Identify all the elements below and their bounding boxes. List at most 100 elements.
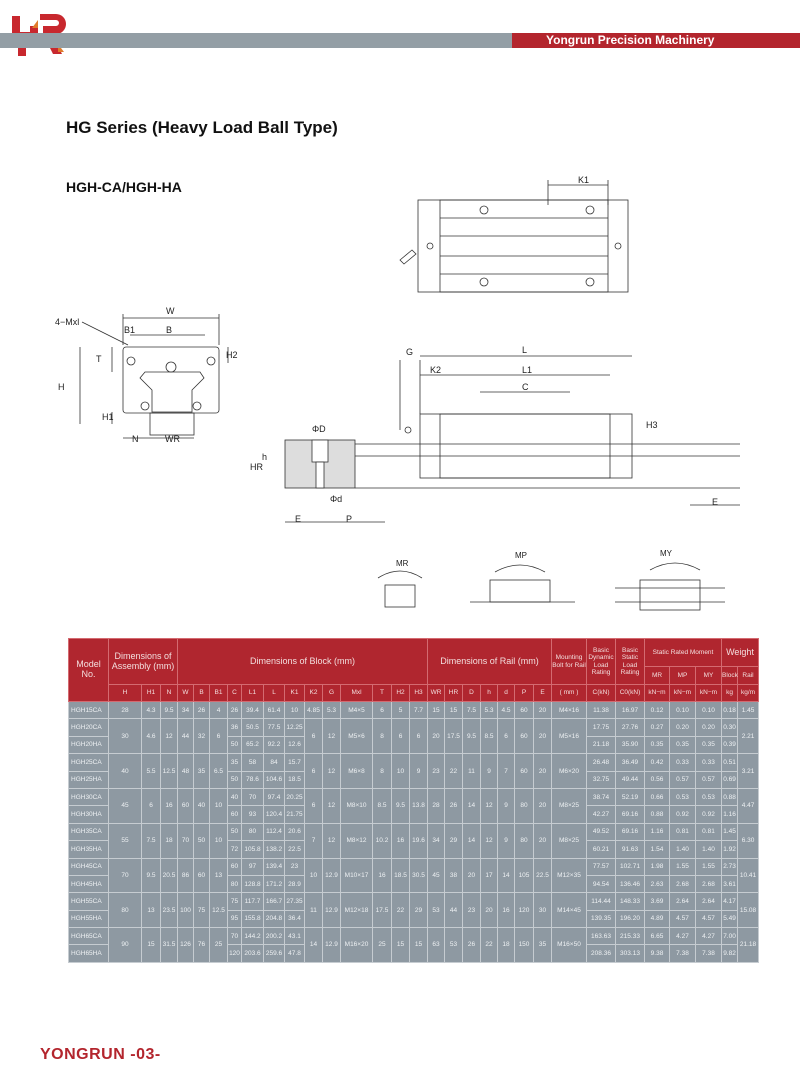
block-cell: 10.2 [372,822,392,859]
block-cell: 60 [227,805,242,824]
page-footer: YONGRUN -03- [40,1046,161,1064]
rating-cell: 0.35 [669,735,696,755]
block-cell: M8×10 [340,787,373,824]
page-number: -03- [130,1046,161,1063]
block-cell: 104.6 [263,770,285,789]
rating-cell: 0.51 [721,753,739,772]
block-cell: 32 [193,718,210,755]
rating-cell: 77.57 [586,857,616,876]
rating-cell: 69.16 [615,822,645,842]
block-cell: 75 [193,892,210,929]
label-w: W [166,306,175,316]
block-cell: M12×18 [340,892,373,929]
block-cell: 70 [241,787,264,807]
block-cell: M10×17 [340,857,373,894]
block-cell: 100 [177,892,194,929]
rating-cell: 4.89 [644,909,670,929]
assembly-cell: 16 [160,787,178,824]
label-mr: MR [396,559,409,568]
block-cell: 10 [209,787,228,824]
block-cell: 4.85 [304,700,323,720]
assembly-cell: 5.5 [141,753,161,789]
column-header: kN−m [644,684,670,702]
rating-cell: 4.27 [669,927,696,946]
block-cell: 166.7 [263,892,285,911]
rating-cell: 0.66 [644,787,670,807]
block-cell: 8.5 [372,787,392,824]
bolt-cell: M12×35 [551,857,587,894]
block-cell: 29 [409,892,428,929]
header-bolt: Mounting Bolt for Rail [551,638,587,685]
block-cell: 128.8 [241,874,264,894]
block-cell: M6×8 [340,753,373,789]
rail-cell: 60 [514,753,534,789]
block-cell: 50 [193,822,210,859]
rating-cell: 60.21 [586,840,616,859]
bolt-cell: M14×45 [551,892,587,929]
assembly-cell: 45 [108,787,142,824]
label-l1: L1 [522,365,532,375]
rail-cell: 16 [497,892,515,929]
rating-cell: 1.40 [669,840,696,859]
rating-cell: 0.69 [721,770,739,789]
block-cell: 12 [322,822,341,859]
block-cell: 6 [304,718,323,755]
block-cell: 17.5 [372,892,392,929]
rail-cell: 14 [497,857,515,894]
block-cell: 12.9 [322,857,341,894]
block-cell: 36 [227,718,242,737]
rail-cell: 14 [462,822,481,859]
label-my: MY [660,549,673,558]
column-header: B1 [209,684,228,702]
header-moment-mp: MP [669,666,696,685]
block-cell: 12.5 [209,892,228,929]
label-phi-d-large: ΦD [312,424,326,434]
label-h: H [58,382,65,392]
rating-cell: 0.88 [721,787,739,807]
assembly-cell: 6 [141,787,161,824]
rating-cell: 2.64 [694,892,723,911]
rating-cell: 0.33 [694,753,723,772]
rating-cell: 0.81 [694,822,723,842]
block-cell: 58 [241,753,264,772]
label-wr: WR [165,434,180,444]
rating-cell: 1.92 [721,840,739,859]
block-cell: 144.2 [241,927,264,946]
technical-drawings: K1 4−Mxl W B1 B T H H1 H2 N WR [55,175,740,611]
rail-cell: 105 [514,857,534,894]
model-cell: HGH15CA [68,700,109,720]
block-cell: 92.2 [263,735,285,755]
header-rail: Dimensions of Rail (mm) [427,638,552,685]
rating-cell: 2.68 [669,874,696,894]
block-cell: 72 [227,840,242,859]
rating-cell: 0.42 [644,753,670,772]
section-subtitle: HGH-CA/HGH-HA [66,179,182,195]
block-cell: M8×12 [340,822,373,859]
rail-cell: 20 [462,857,481,894]
rail-cell: 45 [427,857,445,894]
rating-cell: 139.35 [586,909,616,929]
rail-cell: 63 [427,927,445,963]
block-cell: 138.2 [263,840,285,859]
rating-cell: 1.55 [694,857,723,876]
assembly-cell: 20.5 [160,857,178,894]
label-phi-d-small: Φd [330,494,342,504]
label-t: T [96,354,102,364]
rating-cell: 0.35 [694,735,723,755]
block-cell: 26 [193,700,210,720]
rating-cell: 163.63 [586,927,616,946]
column-header: W [177,684,194,702]
rail-cell: 30 [533,892,552,929]
header-moment-my: MY [694,666,723,685]
assembly-cell: 70 [108,857,142,894]
block-cell: M16×20 [340,927,373,963]
block-cell: 10 [284,700,305,720]
block-cell: 75 [227,892,242,911]
rail-cell: 9 [480,753,498,789]
rating-cell: 21.18 [586,735,616,755]
column-header: kg [721,684,739,702]
